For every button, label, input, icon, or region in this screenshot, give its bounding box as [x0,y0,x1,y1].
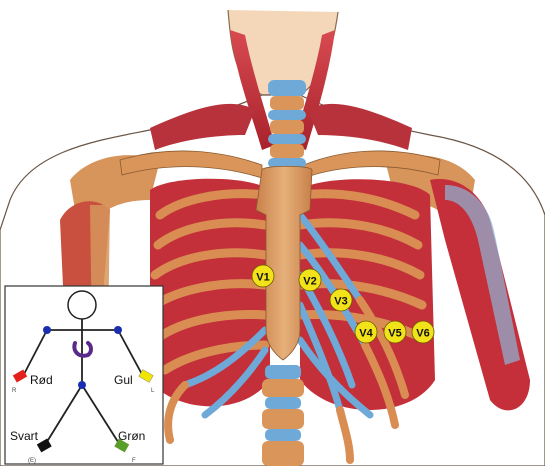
electrode-v2: V2 [299,269,321,291]
electrode-v3-label: V3 [334,296,347,308]
electrode-v6-label: V6 [416,328,429,340]
right-arm-side-label: R [12,388,17,394]
stick-figure-head [68,291,96,319]
left-leg-lead-label: Grøn [118,429,145,443]
electrode-v1: V1 [252,265,274,287]
right-arm-lead-label: Rød [30,373,53,387]
left-leg-side-label: F [132,458,136,464]
electrode-v3: V3 [330,289,352,311]
right-leg-lead-label: Svart [10,429,39,443]
electrode-v6: V6 [412,321,434,343]
electrode-v5-label: V5 [388,328,401,340]
limb-lead-inset: Rød R Gul L Svart (E) Grøn F [5,286,163,464]
left-arm-lead-label: Gul [114,373,133,387]
electrode-v5: V5 [384,321,406,343]
electrode-v4: V4 [355,321,377,343]
electrode-v2-label: V2 [303,276,316,288]
right-leg-side-label: (E) [28,458,36,464]
electrode-v1-label: V1 [256,272,269,284]
electrode-v4-label: V4 [359,328,373,340]
cervical-spine [268,80,306,168]
lower-spine [262,365,304,466]
